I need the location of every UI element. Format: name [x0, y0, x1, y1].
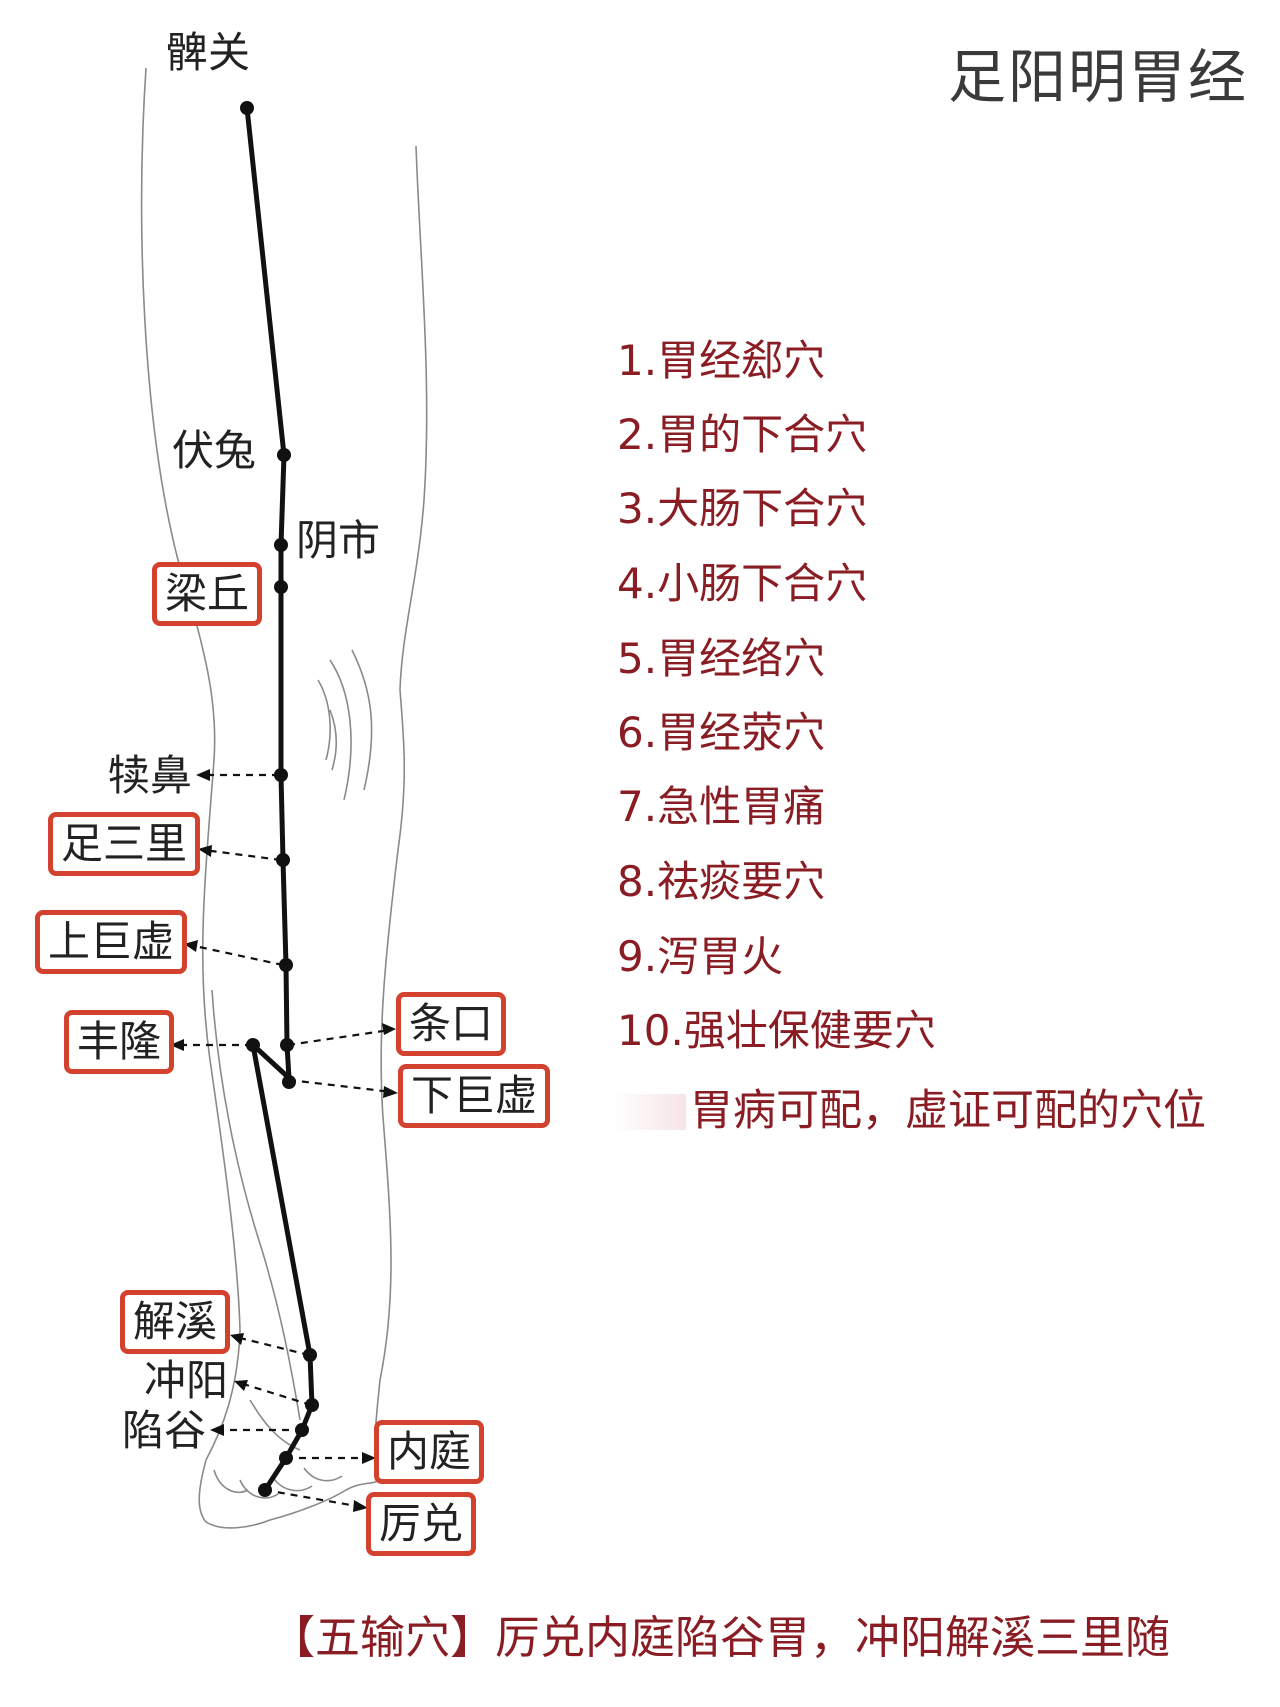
label-lidui: 厉兑 — [366, 1492, 477, 1556]
legend-item: 4.小肠下合穴 — [617, 559, 868, 608]
leg-outline — [140, 67, 428, 1529]
label-chongyang: 冲阳 — [144, 1356, 229, 1405]
mnemonic-caption: 【五输穴】厉兑内庭陷谷胃，冲阳解溪三里随 — [270, 1611, 1171, 1664]
label-liangqiu: 梁丘 — [152, 562, 263, 626]
legend-item: 1.胃经郄穴 — [617, 336, 826, 385]
legend-item: 9.泻胃火 — [617, 932, 784, 981]
acupoint-dots — [240, 101, 319, 1497]
legend-item: 8.祛痰要穴 — [617, 857, 826, 906]
page-title: 足阳明胃经 — [948, 43, 1249, 111]
leader-arrowheads — [170, 769, 398, 1512]
legend-item: 10.强壮保健要穴 — [617, 1006, 936, 1055]
legend-item: 6.胃经荥穴 — [617, 708, 826, 757]
legend-item: 2.胃的下合穴 — [617, 410, 868, 459]
legend-note: 胃病可配，虚证可配的穴位 — [690, 1086, 1206, 1136]
leader-lines — [176, 773, 393, 1509]
label-dubi: 犊鼻 — [108, 751, 193, 800]
legend-item: 3.大肠下合穴 — [617, 484, 868, 533]
label-zusanli: 足三里 — [48, 812, 201, 876]
label-tiaokou: 条口 — [396, 992, 507, 1056]
label-yinshi: 阴市 — [296, 516, 381, 565]
legend-item: 7.急性胃痛 — [617, 782, 826, 831]
blurred-marker — [612, 1094, 686, 1130]
label-shangjuxu: 上巨虚 — [35, 910, 188, 974]
label-neiting: 内庭 — [374, 1420, 485, 1484]
label-futu: 伏兔 — [172, 426, 257, 475]
meridian-line — [244, 105, 315, 1493]
label-xiajuxu: 下巨虚 — [398, 1064, 551, 1128]
label-fenglong: 丰隆 — [64, 1010, 175, 1074]
label-xiangu: 陷谷 — [122, 1406, 207, 1455]
label-jiexi: 解溪 — [120, 1290, 231, 1354]
legend-item: 5.胃经络穴 — [617, 634, 826, 683]
label-biguan: 髀关 — [166, 28, 251, 77]
